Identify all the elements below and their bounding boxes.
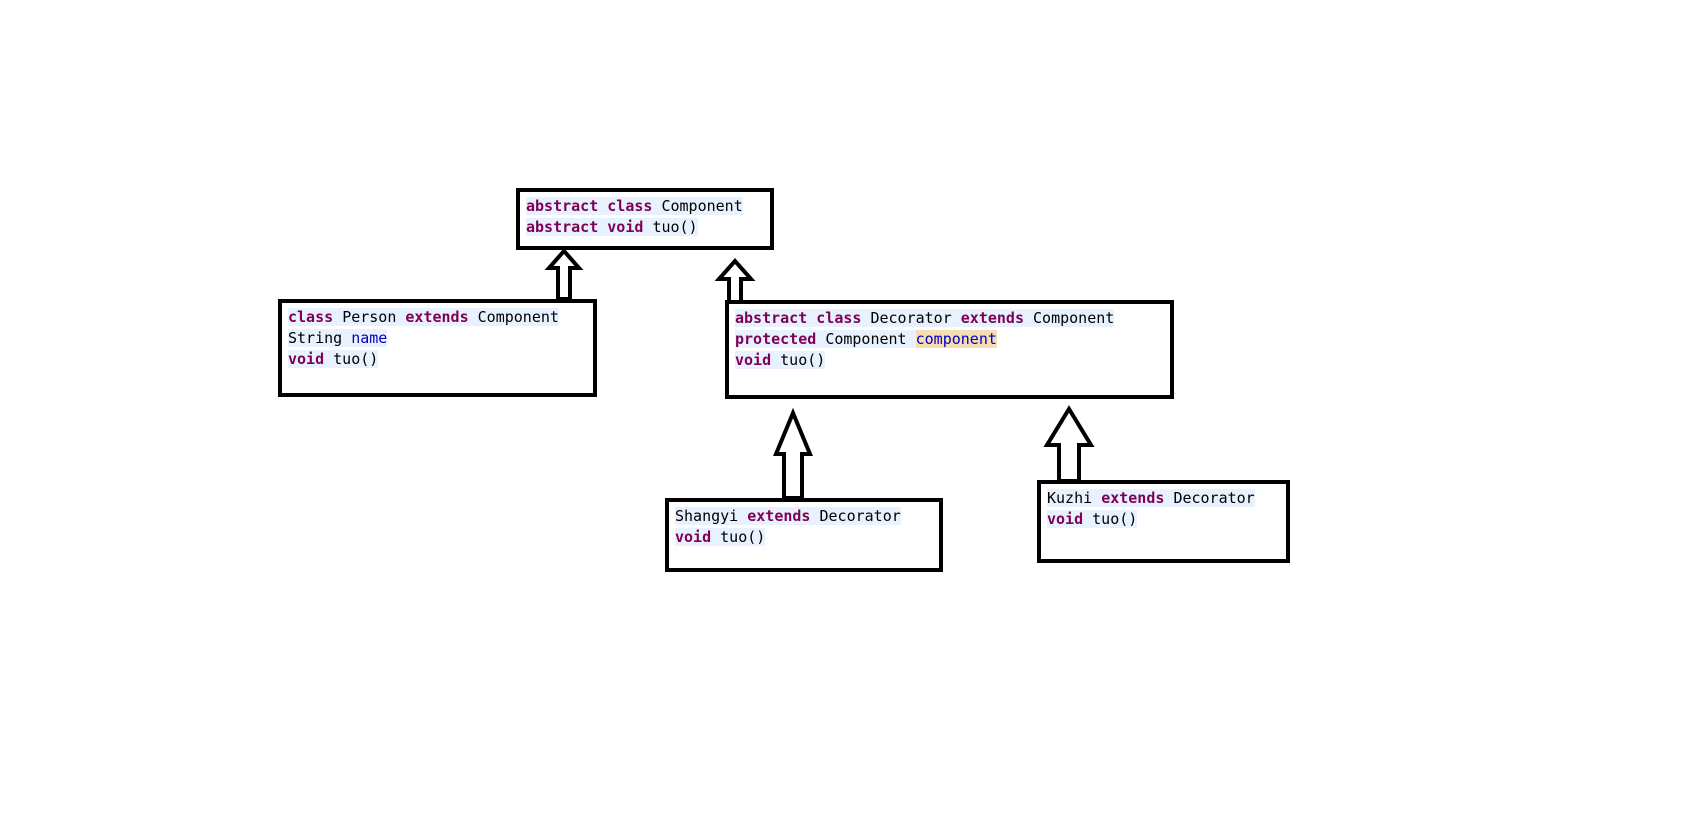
decorator-class-box: abstract class Decorator extends Compone… xyxy=(725,300,1174,399)
person-method: void tuo() xyxy=(288,350,379,368)
kuzhi-method: void tuo() xyxy=(1047,510,1138,528)
person-class-box: class Person extends Component String na… xyxy=(278,299,597,397)
person-declaration: class Person extends Component xyxy=(288,308,559,326)
arrow-shangyi-to-decorator xyxy=(773,407,813,500)
shangyi-declaration: Shangyi extends Decorator xyxy=(675,507,901,525)
shangyi-method: void tuo() xyxy=(675,528,766,546)
decorator-method: void tuo() xyxy=(735,351,826,369)
component-class-box: abstract class Component abstract void t… xyxy=(516,188,774,250)
component-method: abstract void tuo() xyxy=(526,218,698,236)
component-declaration: abstract class Component xyxy=(526,197,743,215)
shangyi-class-box: Shangyi extends Decorator void tuo() xyxy=(665,498,943,572)
person-field: String name xyxy=(288,329,388,347)
kuzhi-declaration: Kuzhi extends Decorator xyxy=(1047,489,1255,507)
kuzhi-class-box: Kuzhi extends Decorator void tuo() xyxy=(1037,480,1290,563)
arrow-person-to-component xyxy=(544,247,584,301)
arrow-decorator-to-component xyxy=(714,257,756,305)
arrow-kuzhi-to-decorator xyxy=(1043,405,1095,483)
decorator-field: protected Component component xyxy=(735,330,997,348)
decorator-declaration: abstract class Decorator extends Compone… xyxy=(735,309,1115,327)
